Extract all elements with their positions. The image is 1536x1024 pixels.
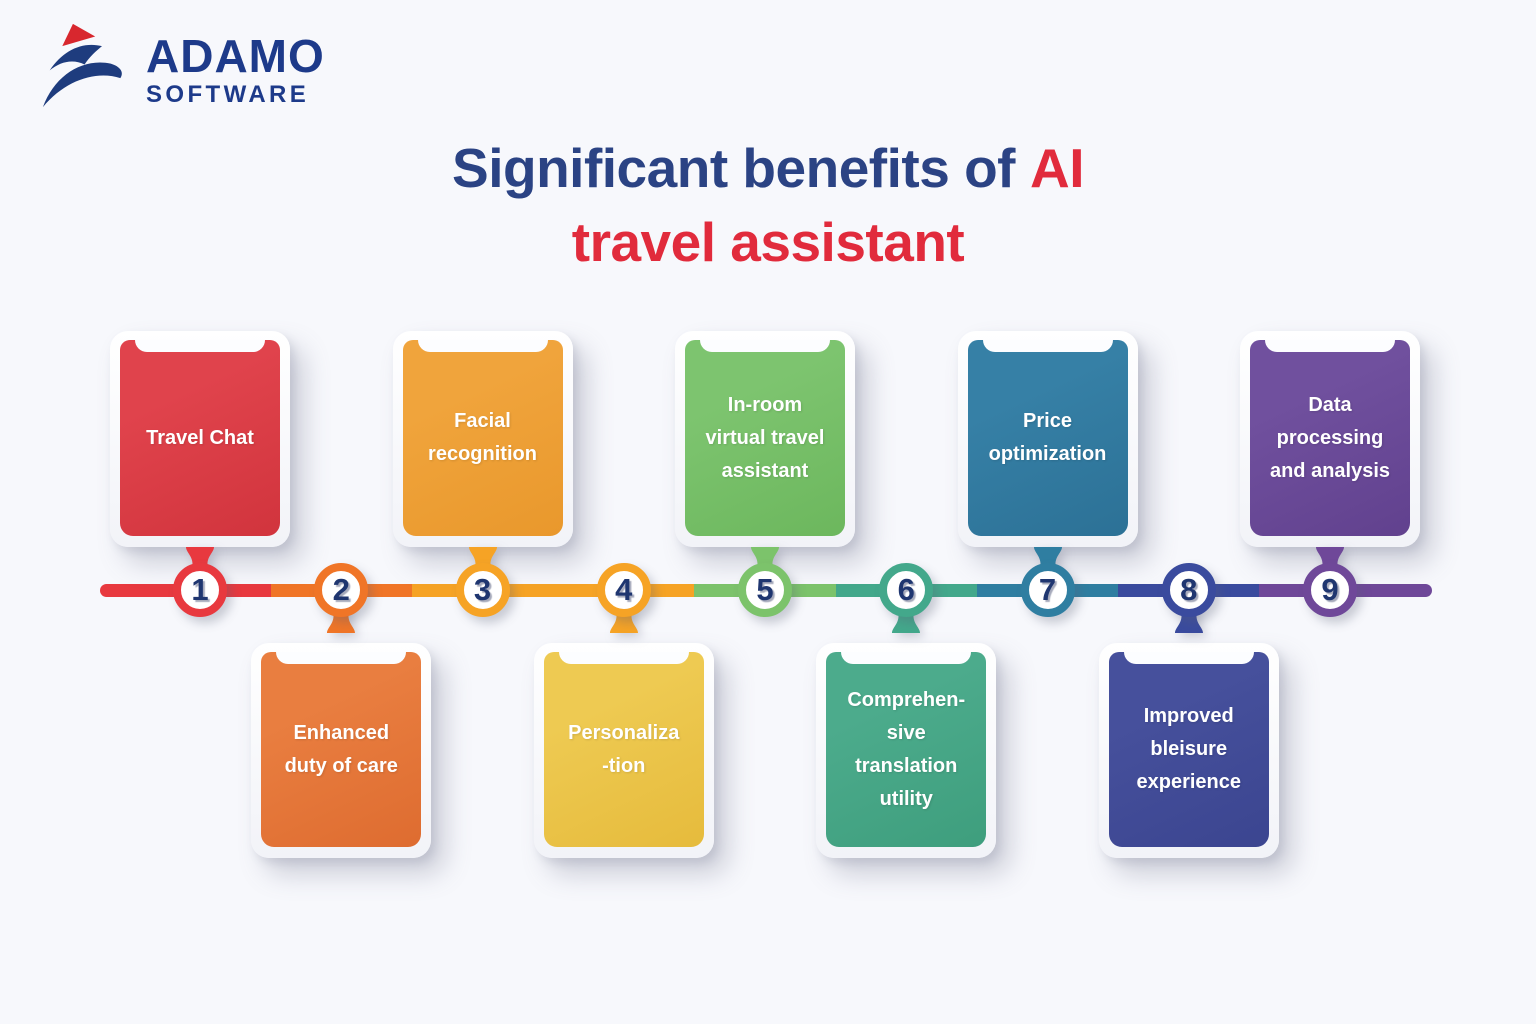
node-number-7: 7 xyxy=(1038,572,1057,607)
brand-logo: ADAMO SOFTWARE xyxy=(40,18,325,114)
brand-text: ADAMO SOFTWARE xyxy=(146,18,325,109)
node-number-1: 1 xyxy=(191,572,209,607)
benefit-card-fill: Enhanced duty of care xyxy=(261,652,422,847)
adamo-bird-icon xyxy=(42,23,122,108)
timeline-node-8: 8 xyxy=(1161,563,1216,617)
timeline-node-4: 4 xyxy=(596,563,651,617)
benefit-card-8: Improved bleisure experience xyxy=(1098,643,1279,858)
node-number-9: 9 xyxy=(1321,572,1339,607)
benefit-label-5: In-room virtual travel assistant xyxy=(705,393,825,482)
benefit-card-fill: In-room virtual travel assistant xyxy=(685,340,845,536)
timeline-node-9: 9 xyxy=(1303,563,1357,617)
benefit-label-6: Comprehen- sive translation utility xyxy=(847,688,966,810)
benefit-label-1: Travel Chat xyxy=(146,426,254,449)
node-number-2: 2 xyxy=(332,572,350,607)
card-top-notch xyxy=(700,340,830,352)
benefit-card-1: Travel Chat xyxy=(110,331,290,547)
benefit-card-5: In-room virtual travel assistant xyxy=(675,331,855,547)
brand-name: ADAMO xyxy=(146,30,325,82)
benefit-card-fill: Personaliza -tion xyxy=(543,652,704,847)
benefit-card-fill: Improved bleisure experience xyxy=(1108,652,1269,847)
card-top-notch xyxy=(841,652,972,664)
benefit-label-9: Data processing and analysis xyxy=(1269,393,1391,482)
benefit-card-fill: Price optimization xyxy=(967,340,1128,536)
card-top-notch xyxy=(135,340,265,352)
node-number-8: 8 xyxy=(1180,572,1198,607)
benefit-card-3: Facial recognition xyxy=(392,331,573,547)
title-line1: Significant benefits of xyxy=(452,137,1015,199)
benefit-card-7: Price optimization xyxy=(957,331,1138,547)
timeline-node-2: 2 xyxy=(314,563,369,617)
benefit-card-4: Personaliza -tion xyxy=(533,643,714,858)
benefit-card-fill: Data processing and analysis xyxy=(1250,340,1410,536)
title-line2: travel assistant xyxy=(571,211,965,273)
timeline-node-7: 7 xyxy=(1020,563,1075,617)
timeline-node-3: 3 xyxy=(455,563,510,617)
benefit-card-fill: Comprehen- sive translation utility xyxy=(826,652,987,847)
benefit-label-2: Enhanced duty of care xyxy=(284,721,398,777)
card-top-notch xyxy=(982,340,1113,352)
benefit-label-7: Price optimization xyxy=(988,410,1107,465)
card-top-notch xyxy=(1123,652,1254,664)
node-number-6: 6 xyxy=(897,572,915,607)
benefit-label-8: Improved bleisure experience xyxy=(1136,705,1241,793)
card-top-notch xyxy=(417,340,548,352)
title-line1-accent: AI xyxy=(1029,137,1085,199)
benefit-card-fill: Facial recognition xyxy=(402,340,563,536)
timeline-node-6: 6 xyxy=(879,563,934,617)
brand-subtitle: SOFTWARE xyxy=(146,81,310,108)
benefit-label-3: Facial recognition xyxy=(428,410,537,465)
benefit-card-fill: Travel Chat xyxy=(120,340,280,536)
card-top-notch xyxy=(558,652,689,664)
card-top-notch xyxy=(276,652,407,664)
card-top-notch xyxy=(1265,340,1395,352)
node-number-3: 3 xyxy=(473,572,492,607)
node-number-5: 5 xyxy=(756,572,774,607)
benefit-label-4: Personaliza -tion xyxy=(568,721,680,777)
benefit-card-9: Data processing and analysis xyxy=(1240,331,1420,547)
timeline-node-1: 1 xyxy=(173,563,227,617)
node-number-4: 4 xyxy=(615,572,633,607)
timeline-node-5: 5 xyxy=(738,563,792,617)
benefit-card-6: Comprehen- sive translation utility xyxy=(816,643,997,858)
benefit-card-2: Enhanced duty of care xyxy=(251,643,432,858)
